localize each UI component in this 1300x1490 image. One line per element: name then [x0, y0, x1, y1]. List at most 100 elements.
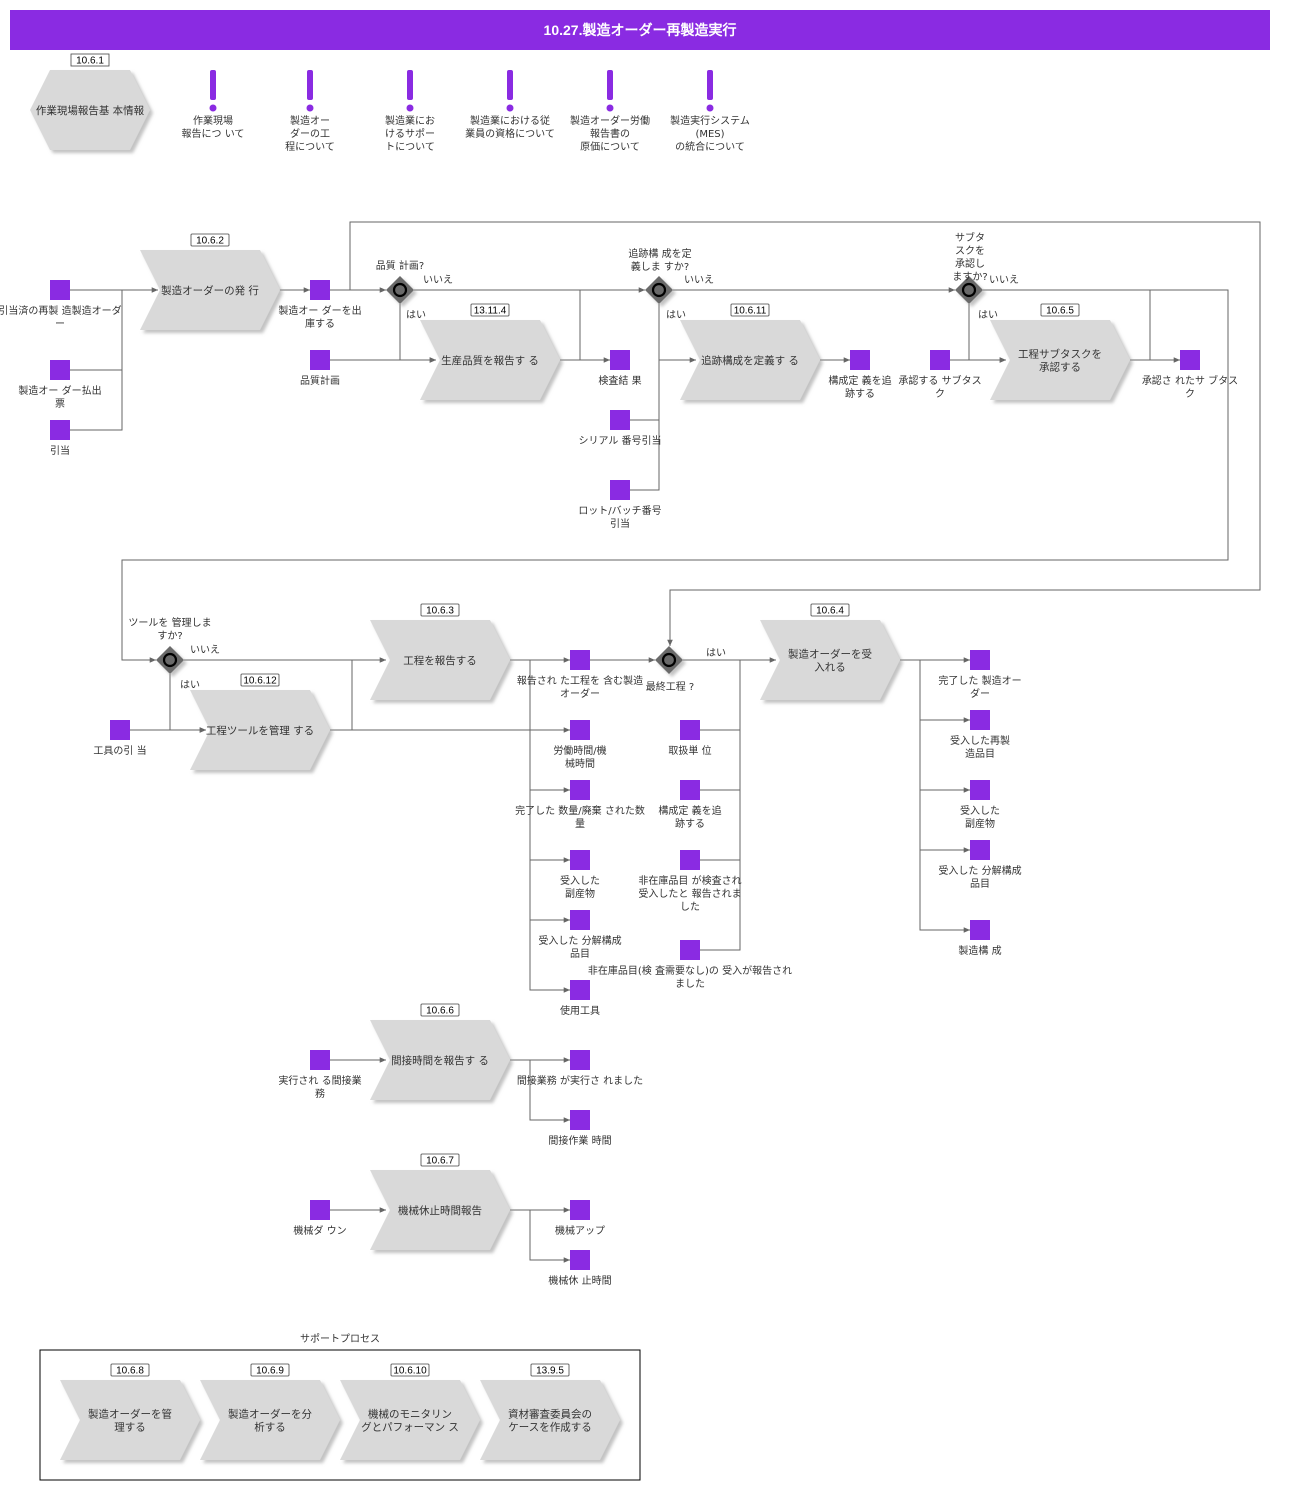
- data-object-label: 使用工具: [560, 1004, 600, 1017]
- process-id: 10.6.6: [426, 1006, 454, 1017]
- gateway-yes-label: はい: [406, 309, 426, 321]
- exclamation-icon: [209, 104, 217, 112]
- data-object: [570, 910, 590, 930]
- data-object: [570, 850, 590, 870]
- gateway-diamond: [655, 646, 683, 674]
- data-object: [310, 1200, 330, 1220]
- data-object: [970, 840, 990, 860]
- data-object: [310, 1050, 330, 1070]
- gateway-diamond: [955, 276, 983, 304]
- gateway-yes-label: はい: [180, 679, 200, 691]
- process-label: 間接時間を報告す る: [391, 1054, 489, 1067]
- process-id: 10.6.2: [196, 236, 224, 247]
- data-object: [570, 1250, 590, 1270]
- gateway-yes-label: はい: [978, 309, 998, 321]
- data-object-label: 製造構 成: [958, 944, 1001, 957]
- process-label: 追跡構成を定義す る: [701, 354, 799, 367]
- data-object-label: 完了した 製造オーダー: [938, 674, 1021, 700]
- note-label: 製造業における従業員の資格について: [465, 114, 555, 140]
- data-object-label: 受入した 分解構成品目: [538, 934, 621, 960]
- connector-line: [399, 304, 436, 363]
- process-label: 生産品質を報告す る: [441, 354, 539, 367]
- connector-line: [700, 660, 741, 731]
- data-object-label: 構成定 義を追跡する: [658, 804, 721, 830]
- data-object: [970, 650, 990, 670]
- data-object-label: 受入した再製造品目: [950, 734, 1010, 760]
- process-label: 工程サブタスクを承認する: [1018, 348, 1102, 374]
- process-id-badge: [70, 53, 110, 67]
- data-object: [570, 780, 590, 800]
- data-object-label: 工具の引 当: [93, 744, 146, 757]
- data-object-label: 承認する サブタスク: [898, 374, 981, 400]
- data-object-label: 機械アップ: [555, 1224, 605, 1237]
- data-object: [680, 850, 700, 870]
- process-id: 13.9.5: [536, 1366, 564, 1377]
- gateway-label: 品質 計画?: [376, 259, 425, 272]
- support-title: サポートプロセス: [300, 1333, 380, 1345]
- data-object-label: 構成定 義を追跡する: [828, 374, 891, 400]
- process-id-badge: [1040, 303, 1080, 317]
- exclamation-icon: [606, 104, 614, 112]
- process-id-badge: [470, 303, 510, 317]
- process-step: [370, 1170, 510, 1250]
- gateway-marker: [392, 282, 408, 298]
- data-object: [570, 650, 590, 670]
- process-label: 製造オーダーの発 行: [161, 284, 259, 297]
- exclamation-icon: [306, 104, 314, 112]
- exclamation-icon: [407, 70, 413, 100]
- process-step: [190, 690, 330, 770]
- data-object: [680, 720, 700, 740]
- process-step: [140, 250, 280, 330]
- data-object: [50, 360, 70, 380]
- process-id-badge: [110, 1363, 150, 1377]
- connector-line: [700, 660, 741, 951]
- data-object: [970, 780, 990, 800]
- hexagon-label: 作業現場報告基 本情報: [36, 104, 145, 117]
- data-object-label: 検査結 果: [598, 374, 641, 387]
- process-label: 工程ツールを管理 する: [206, 724, 314, 737]
- data-object: [930, 350, 950, 370]
- process-id-badge: [190, 233, 230, 247]
- support-process-step: [340, 1380, 480, 1460]
- data-object: [610, 410, 630, 430]
- data-object-label: ロット/バッチ番号引当: [578, 505, 661, 530]
- data-object-label: 製造オー ダーを出庫する: [278, 304, 361, 330]
- gateway-no-label: いいえ: [190, 644, 220, 656]
- gateway-marker: [651, 282, 667, 298]
- process-step: [760, 620, 900, 700]
- support-process-step: [200, 1380, 340, 1460]
- process-id-badge: [420, 1153, 460, 1167]
- note-label: 製造業におけるサポートについて: [385, 114, 435, 153]
- process-id: 10.6.1: [76, 56, 104, 67]
- data-object-label: 承認さ れたサ ブタスク: [1142, 374, 1238, 400]
- support-process-step: [480, 1380, 620, 1460]
- process-step: [990, 320, 1130, 400]
- exclamation-icon: [406, 104, 414, 112]
- data-object-label: 製造オー ダー払出票: [18, 384, 101, 410]
- data-object: [570, 1110, 590, 1130]
- exclamation-icon: [506, 104, 514, 112]
- process-id: 10.6.5: [1046, 306, 1074, 317]
- data-object-label: 引当: [50, 444, 70, 457]
- process-id: 10.6.3: [426, 606, 454, 617]
- process-id: 10.6.12: [243, 676, 277, 687]
- process-id: 10.6.9: [256, 1366, 284, 1377]
- data-object: [1180, 350, 1200, 370]
- support-process-step: [60, 1380, 200, 1460]
- data-object: [610, 350, 630, 370]
- gateway-diamond: [386, 276, 414, 304]
- data-object-label: 完了した 数量/廃棄 された数量: [515, 804, 645, 830]
- data-object: [570, 980, 590, 1000]
- connector-line: [70, 290, 123, 371]
- gateway-yes-label: はい: [666, 309, 686, 321]
- note-label: 製造オーダー労働報告書の原価について: [570, 114, 650, 153]
- process-id-badge: [240, 673, 280, 687]
- process-id-badge: [390, 1363, 430, 1377]
- exclamation-icon: [507, 70, 513, 100]
- gateway-diamond: [156, 646, 184, 674]
- data-object: [50, 420, 70, 440]
- data-object: [110, 720, 130, 740]
- data-object-label: 受入した 分解構成品目: [938, 864, 1021, 890]
- connector-line: [70, 287, 158, 431]
- connector-line: [529, 660, 570, 993]
